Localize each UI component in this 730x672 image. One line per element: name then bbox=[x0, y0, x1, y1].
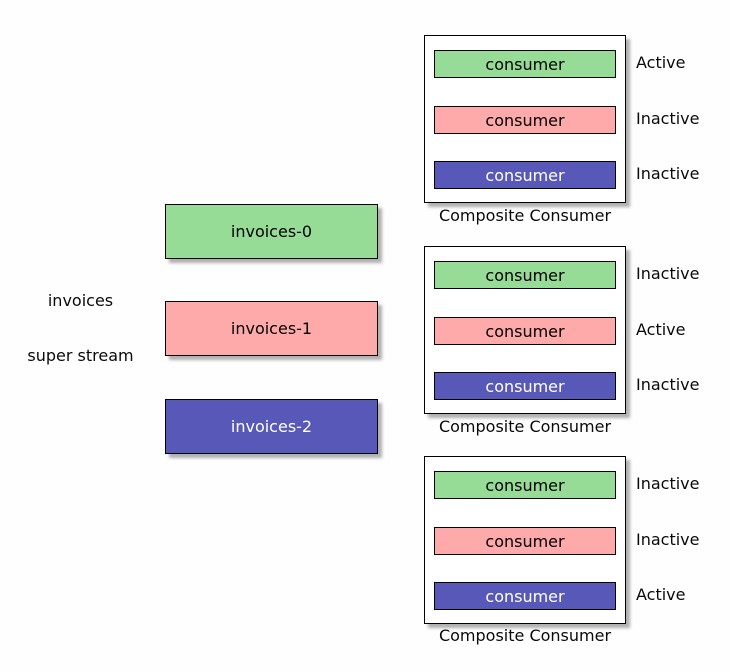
consumer-box-blue: consumer bbox=[434, 372, 616, 400]
composite-caption: Composite Consumer bbox=[438, 417, 612, 436]
partition-label: invoices-0 bbox=[230, 222, 313, 241]
consumer-box-green: consumer bbox=[434, 261, 616, 289]
status-label: Inactive bbox=[636, 474, 700, 493]
partition-box-invoices-0: invoices-0 bbox=[165, 204, 378, 259]
composite-caption: Composite Consumer bbox=[438, 626, 612, 645]
consumer-label: consumer bbox=[485, 54, 565, 74]
status-label: Active bbox=[636, 320, 686, 339]
composite-consumer-box-1: consumer consumer consumer bbox=[424, 35, 626, 203]
composite-caption: Composite Consumer bbox=[438, 206, 612, 225]
partition-box-invoices-2: invoices-2 bbox=[165, 399, 378, 454]
consumer-box-pink: consumer bbox=[434, 317, 616, 345]
consumer-label: consumer bbox=[485, 110, 565, 130]
consumer-box-green: consumer bbox=[434, 50, 616, 78]
partition-box-invoices-1: invoices-1 bbox=[165, 301, 378, 356]
consumer-box-green: consumer bbox=[434, 471, 616, 499]
consumer-label: consumer bbox=[485, 165, 565, 185]
consumer-label: consumer bbox=[485, 321, 565, 341]
consumer-box-pink: consumer bbox=[434, 527, 616, 555]
consumer-label: consumer bbox=[485, 475, 565, 495]
consumer-label: consumer bbox=[485, 265, 565, 285]
status-label: Active bbox=[636, 53, 686, 72]
status-label: Active bbox=[636, 585, 686, 604]
composite-consumer-box-3: consumer consumer consumer bbox=[424, 456, 626, 624]
consumer-label: consumer bbox=[485, 586, 565, 606]
partition-label: invoices-1 bbox=[230, 319, 313, 338]
composite-consumer-box-2: consumer consumer consumer bbox=[424, 246, 626, 414]
consumer-box-pink: consumer bbox=[434, 106, 616, 134]
status-label: Inactive bbox=[636, 530, 700, 549]
stream-name-label: invoices bbox=[47, 291, 114, 310]
partition-label: invoices-2 bbox=[230, 417, 313, 436]
consumer-label: consumer bbox=[485, 531, 565, 551]
status-label: Inactive bbox=[636, 109, 700, 128]
consumer-box-blue: consumer bbox=[434, 161, 616, 189]
status-label: Inactive bbox=[636, 264, 700, 283]
status-label: Inactive bbox=[636, 375, 700, 394]
status-label: Inactive bbox=[636, 164, 700, 183]
consumer-box-blue: consumer bbox=[434, 582, 616, 610]
consumer-label: consumer bbox=[485, 376, 565, 396]
stream-type-label: super stream bbox=[27, 346, 134, 365]
